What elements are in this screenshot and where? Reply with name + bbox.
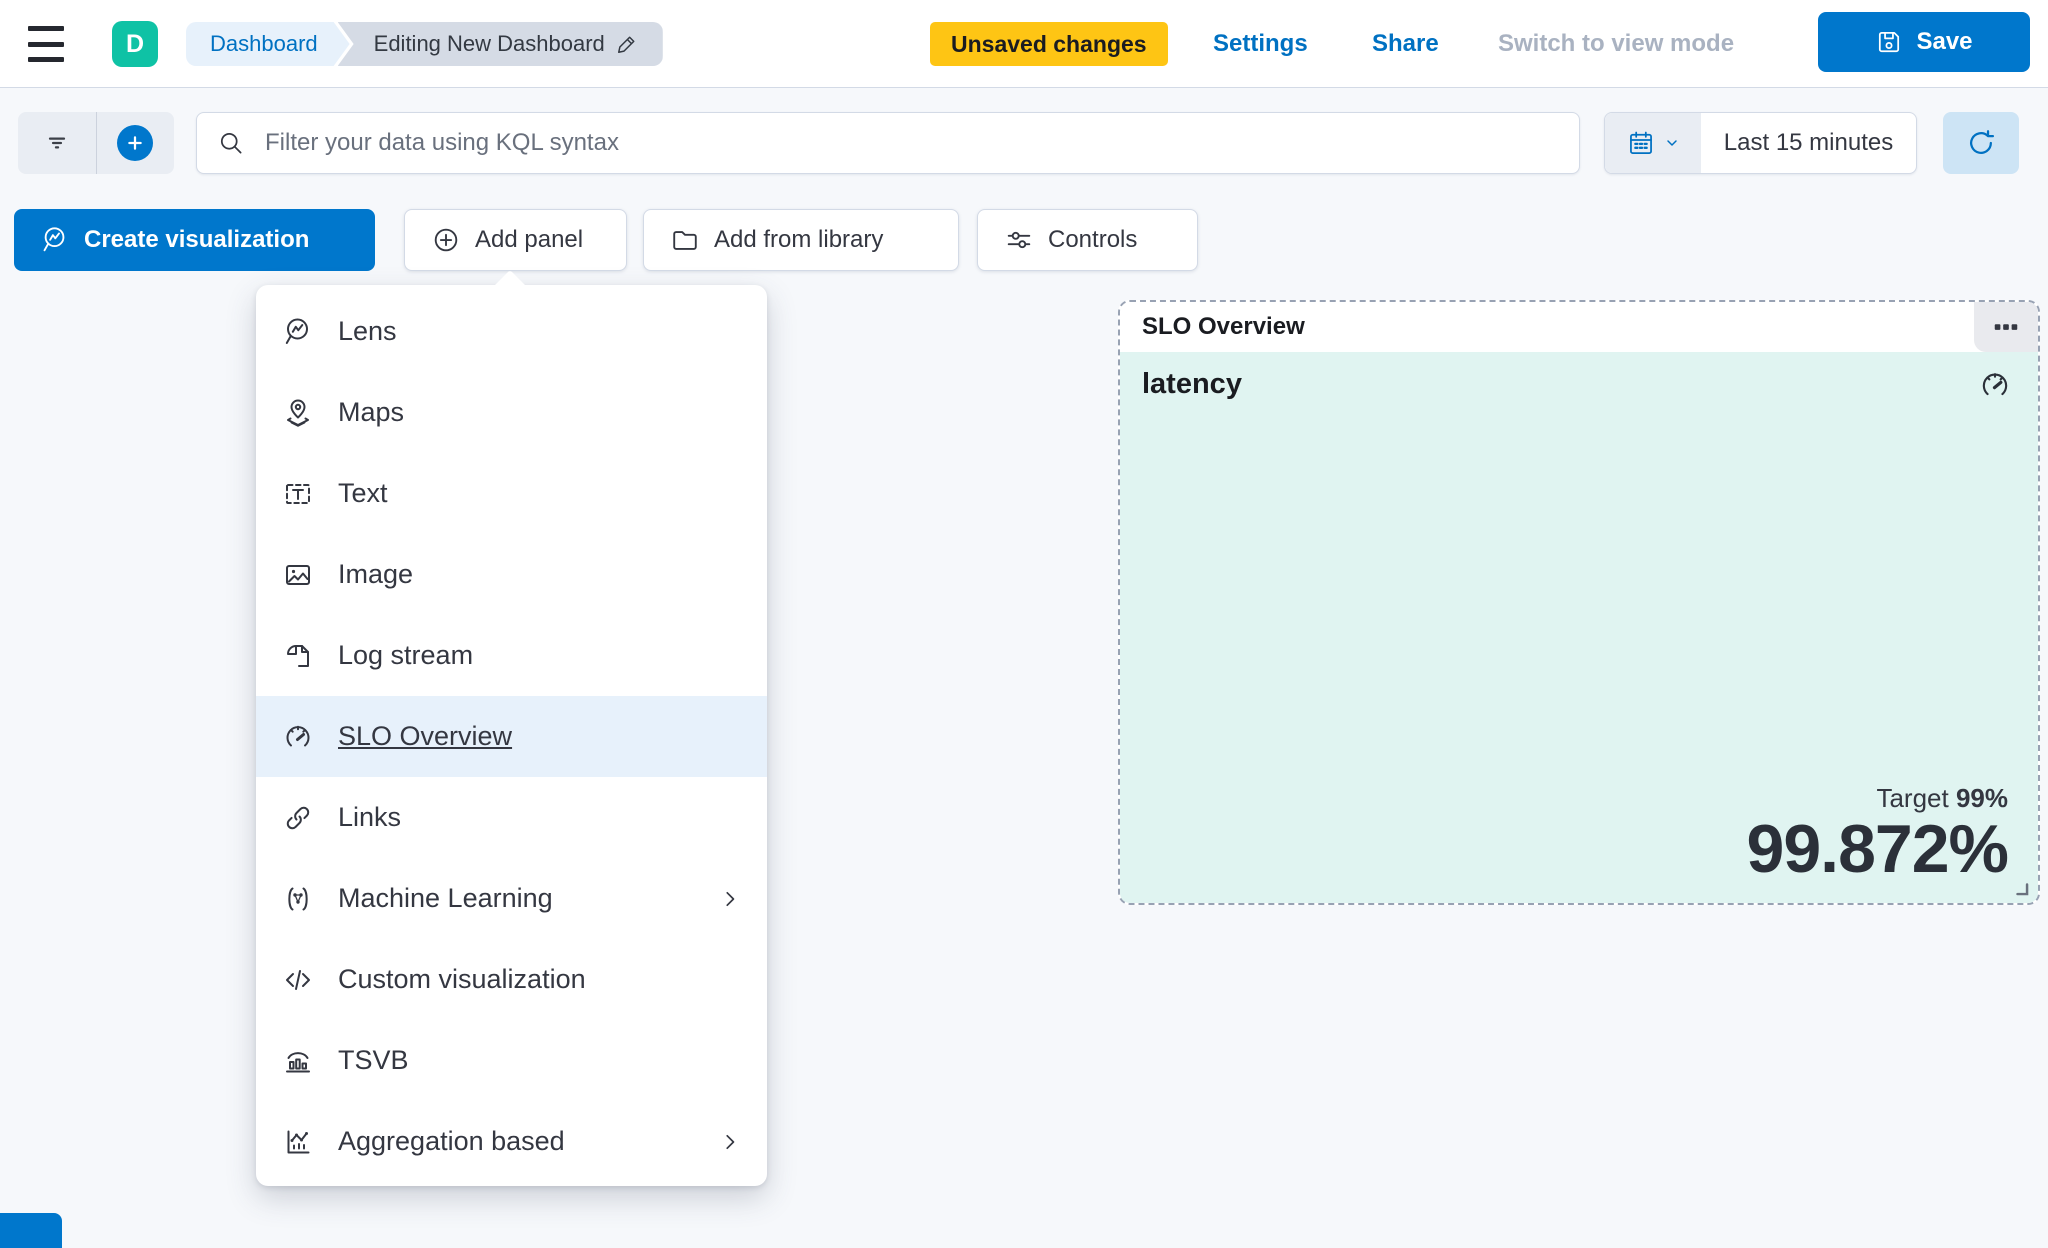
menu-item-image[interactable]: Image [256,534,767,615]
add-panel-label: Add panel [475,226,584,253]
text-icon [282,478,314,510]
hamburger-menu-button[interactable] [28,26,72,62]
time-picker: Last 15 minutes [1604,112,1917,174]
save-icon [1875,28,1903,56]
slo-target-label: Target [1876,783,1949,814]
log-stream-icon [282,640,314,672]
boxes-horizontal-icon [1991,312,2021,342]
share-link[interactable]: Share [1372,30,1439,57]
controls-label: Controls [1048,226,1138,253]
kql-search-input[interactable] [263,128,1559,158]
panel-options-button[interactable] [1974,302,2038,352]
plus-circle-icon [431,225,461,255]
lens-icon [40,225,70,255]
machine-learning-icon [282,883,314,915]
top-header: D Dashboard Editing New Dashboard Unsave… [0,0,2048,88]
aggregation-icon [282,1126,314,1158]
switch-to-view-mode-link[interactable]: Switch to view mode [1498,30,1735,57]
breadcrumb-dashboard[interactable]: Dashboard [186,22,350,66]
menu-item-maps[interactable]: Maps [256,372,767,453]
menu-item-label: Links [338,802,402,832]
filter-icon [43,129,71,157]
menu-item-log-stream[interactable]: Log stream [256,615,767,696]
menu-item-lens[interactable]: Lens [256,291,767,372]
create-visualization-label: Create visualization [84,226,310,253]
add-panel-button[interactable]: Add panel [404,209,627,271]
time-picker-calendar-button[interactable] [1605,113,1701,173]
save-button-label: Save [1916,28,1973,55]
menu-item-label: Maps [338,397,405,427]
tsvb-icon [282,1045,314,1077]
menu-item-label: Lens [338,316,397,346]
slo-card: latency Target 99% 99.872% [1120,352,2038,903]
time-range-value[interactable]: Last 15 minutes [1723,129,1894,156]
slo-overview-panel[interactable]: SLO Overview latency Target 99% 99.872% [1118,300,2040,905]
controls-button[interactable]: Controls [977,209,1198,271]
gauge-icon [282,721,314,753]
add-filter-button[interactable] [95,112,175,174]
menu-item-machine-learning[interactable]: Machine Learning [256,858,767,939]
add-filter-icon [117,125,154,161]
save-button[interactable]: Save [1818,12,2030,72]
breadcrumb-current-label: Editing New Dashboard [373,31,605,56]
menu-item-text[interactable]: Text [256,453,767,534]
image-icon [282,559,314,591]
chevron-down-icon [1664,135,1680,151]
code-icon [282,964,314,996]
avatar[interactable]: D [112,21,158,67]
settings-link[interactable]: Settings [1213,30,1308,57]
menu-item-label: Log stream [338,640,474,670]
menu-item-label: TSVB [338,1045,409,1075]
folder-icon [670,225,700,255]
slo-observed-value: 99.872% [1746,811,2009,888]
slo-stats: Target 99% 99.872% [1746,783,2009,888]
links-icon [282,802,314,834]
add-from-library-label: Add from library [714,226,884,253]
breadcrumb-current-page[interactable]: Editing New Dashboard [337,22,663,66]
chevron-right-icon [719,1131,741,1153]
menu-item-label: Aggregation based [338,1126,565,1156]
menu-item-custom-visualization[interactable]: Custom visualization [256,939,767,1020]
filter-button[interactable] [18,112,96,174]
search-icon [217,129,245,157]
kql-search-bar [196,112,1580,174]
offscreen-panel-fragment [0,1213,62,1248]
panel-title: SLO Overview [1142,313,1305,340]
controls-icon [1004,225,1034,255]
pencil-icon [615,32,639,56]
filter-controls-group [18,112,174,174]
maps-icon [282,397,314,429]
unsaved-changes-badge: Unsaved changes [930,22,1168,66]
menu-item-label: Custom visualization [338,964,586,994]
menu-item-tsvb[interactable]: TSVB [256,1020,767,1101]
menu-item-slo-overview[interactable]: SLO Overview [256,696,767,777]
refresh-button[interactable] [1943,112,2019,174]
resize-handle-icon[interactable] [2013,880,2031,898]
refresh-icon [1966,128,1996,158]
slo-name: latency [1142,368,1242,400]
menu-item-aggregation-based[interactable]: Aggregation based [256,1101,767,1182]
panel-header: SLO Overview [1120,302,2038,352]
menu-item-label: Text [338,478,388,508]
menu-item-label: Image [338,559,414,589]
add-from-library-button[interactable]: Add from library [643,209,959,271]
breadcrumb: Dashboard Editing New Dashboard [186,22,663,66]
chevron-right-icon [719,888,741,910]
lens-icon [282,316,314,348]
calendar-icon [1627,129,1655,157]
create-visualization-button[interactable]: Create visualization [14,209,375,271]
menu-item-links[interactable]: Links [256,777,767,858]
menu-item-label: Machine Learning [338,883,553,913]
slo-target-value: 99% [1955,783,2008,814]
menu-item-label: SLO Overview [338,721,513,751]
gauge-icon [1978,368,2012,402]
